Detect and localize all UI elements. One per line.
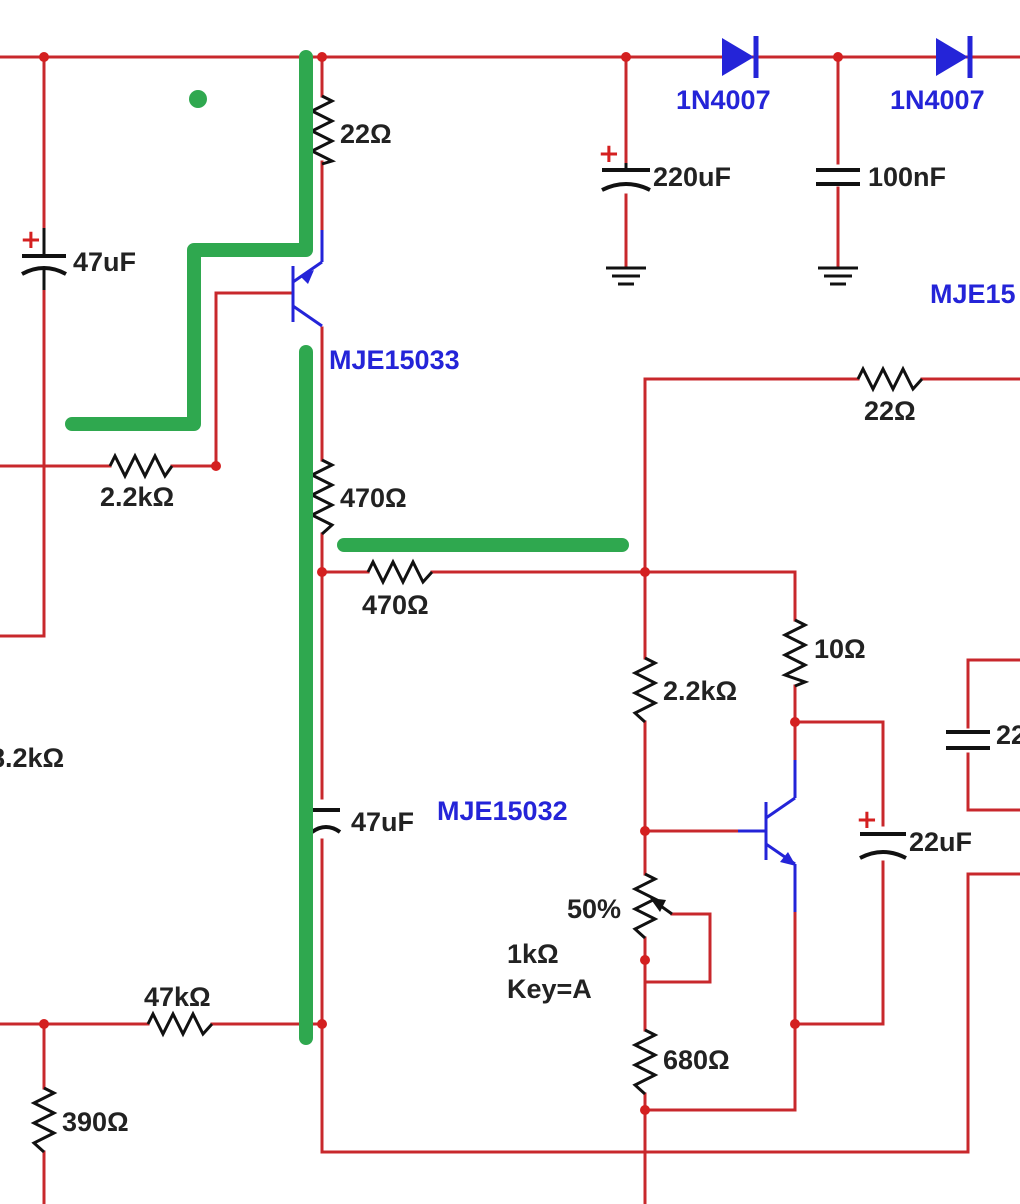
wire-pot-wiper: [643, 912, 712, 984]
label-diode-1: 1N4007: [676, 85, 771, 115]
label-q-right-partial: MJE15: [930, 279, 1016, 309]
wires: [0, 55, 1020, 1204]
label-c-47uf-top: 47uF: [73, 247, 136, 277]
junction: [790, 1019, 800, 1029]
capacitor-partial-right: [946, 730, 990, 750]
resistor-47k: [146, 1010, 214, 1038]
wire-q1-column: [320, 55, 1020, 1154]
wire-22-right: [643, 377, 1020, 574]
label-pot-key: Key=A: [507, 974, 592, 1004]
diode-1n4007-1: [722, 36, 759, 78]
label-c-47uf-mid: 47uF: [351, 807, 414, 837]
junctions: [39, 52, 843, 1115]
diodes: [722, 36, 973, 78]
junction: [211, 461, 221, 471]
polarity-plus-220uf: +: [598, 139, 620, 169]
resistor-22-right: [856, 365, 924, 393]
resistor-470-vertical: [308, 458, 336, 536]
label-r-10: 10Ω: [814, 634, 866, 664]
label-r-470-vertical: 470Ω: [340, 483, 407, 513]
capacitor-47uf-top: [21, 228, 67, 290]
label-c-100nf: 100nF: [868, 162, 946, 192]
potentiometer-body: [631, 872, 659, 940]
grounds: [606, 266, 858, 286]
label-c-22uf: 22uF: [909, 827, 972, 857]
label-q-mje15032: MJE15032: [437, 796, 568, 826]
wire-22uf-loop: [793, 720, 885, 1026]
component-labels: 1N4007 1N4007 220uF 100nF 47uF 22Ω MJE15…: [0, 85, 1020, 1137]
label-r-8k2: 8.2kΩ: [0, 743, 64, 773]
capacitors: [21, 163, 990, 860]
resistor-680: [631, 1028, 659, 1096]
wire-10-branch: [643, 570, 797, 762]
label-r-22-top: 22Ω: [340, 119, 392, 149]
ground-220uf: [606, 266, 646, 286]
junction: [317, 52, 327, 62]
polarity-plus-47uf: +: [20, 225, 42, 255]
resistor-390: [30, 1086, 58, 1154]
junction: [640, 567, 650, 577]
label-pot-setting: 50%: [567, 894, 621, 924]
junction: [317, 1019, 327, 1029]
junction: [39, 52, 49, 62]
capacitor-220uf: [601, 163, 651, 192]
label-c-220uf: 220uF: [653, 162, 731, 192]
wire-left-vertical: [0, 55, 46, 638]
resistor-22-top: [308, 94, 337, 166]
transistor-mje15033: [291, 230, 324, 328]
label-r-47k: 47kΩ: [144, 982, 211, 1012]
capacitor-100nf: [816, 168, 860, 186]
resistor-10: [781, 618, 810, 688]
junction: [621, 52, 631, 62]
resistor-2k2-left: [108, 452, 174, 480]
label-pot-value: 1kΩ: [507, 939, 559, 969]
label-diode-2: 1N4007: [890, 85, 985, 115]
highlight-trace-upper: [65, 50, 313, 431]
label-r-2k2-left: 2.2kΩ: [100, 482, 174, 512]
junction: [317, 567, 327, 577]
highlight-dot: [189, 90, 207, 108]
polarity-marks: + + +: [20, 139, 878, 835]
label-r-680: 680Ω: [663, 1045, 730, 1075]
label-q-mje15033: MJE15033: [329, 345, 460, 375]
junction: [833, 52, 843, 62]
capacitor-22uf: [859, 832, 907, 860]
wire-2k2-left: [0, 291, 295, 468]
wire-right-partial: [966, 658, 1020, 812]
potentiometer-wiper-arrow: [650, 898, 673, 916]
label-r-390: 390Ω: [62, 1107, 129, 1137]
capacitor-47uf-mid: [310, 808, 342, 834]
junction: [640, 826, 650, 836]
junction: [640, 955, 650, 965]
wire-q2-emitter: [643, 910, 797, 1112]
junction: [39, 1019, 49, 1029]
junction: [640, 1105, 650, 1115]
polarity-plus-22uf: +: [856, 805, 878, 835]
resistor-470-horizontal: [366, 558, 434, 586]
resistor-2k2-right: [631, 656, 659, 724]
diode-1n4007-2: [936, 36, 973, 78]
label-r-2k2-right: 2.2kΩ: [663, 676, 737, 706]
label-c-partial: 22: [996, 720, 1020, 750]
label-r-22-right: 22Ω: [864, 396, 916, 426]
junction: [790, 717, 800, 727]
transistor-mje15032: [738, 760, 797, 912]
highlight-traces: [65, 50, 629, 1045]
ground-100nf: [818, 266, 858, 286]
label-r-470-horizontal: 470Ω: [362, 590, 429, 620]
